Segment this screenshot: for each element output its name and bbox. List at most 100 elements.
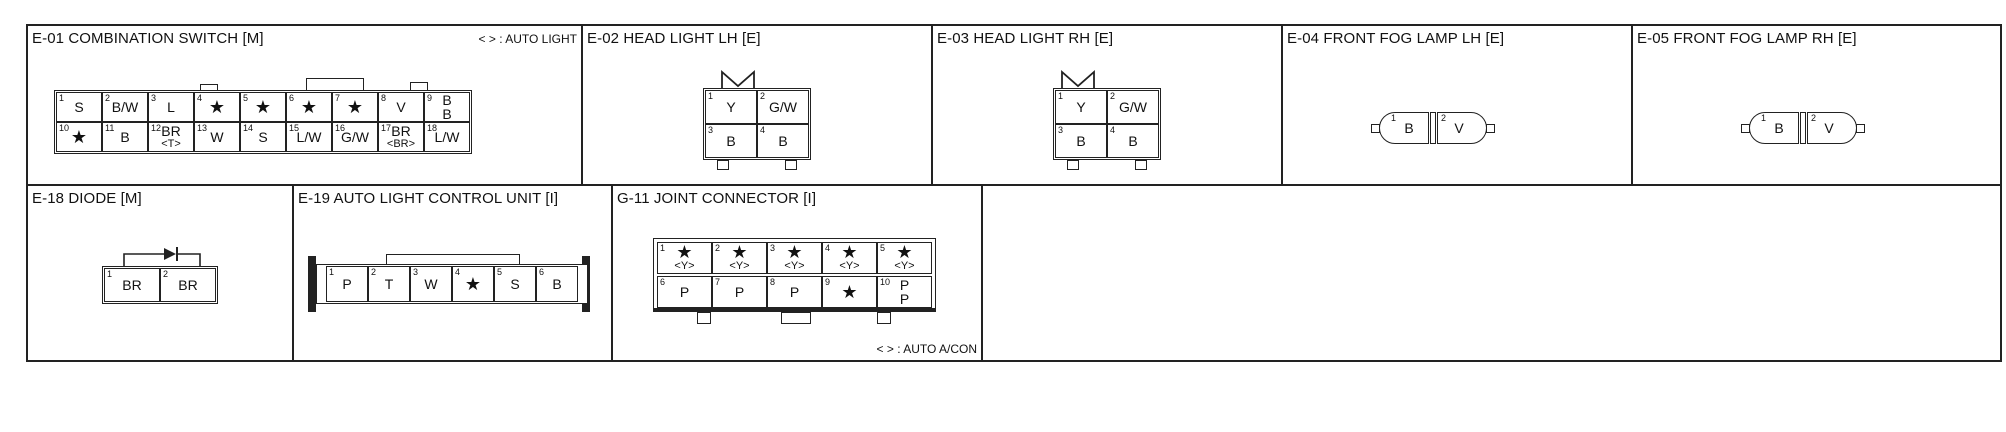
pin-wire-color: ★ (333, 93, 377, 121)
pin-wire-color-main: P (734, 284, 745, 300)
pin-cell: 6★ (286, 92, 332, 122)
pin-number: 2 (760, 91, 766, 101)
pin-wire-color-sub: <Y> (674, 260, 695, 272)
pin-number: 18 (427, 123, 438, 133)
connector-title: E-18 DIODE [M] (32, 190, 142, 207)
pin-wire-color-main: T (384, 276, 394, 292)
pin-number: 3 (413, 267, 419, 277)
pin-number: 5 (243, 93, 249, 103)
pin-wire-color-main: ★ (786, 242, 803, 262)
pin-wire-color-main: G/W (341, 129, 369, 145)
pin-number: 5 (497, 267, 503, 277)
pin-wire-color: L (149, 93, 193, 121)
pin-number: 7 (715, 277, 721, 287)
connector-housing (1807, 112, 1857, 144)
connector-foot (785, 160, 797, 170)
connector-g11-panel: G-11 JOINT CONNECTOR [I] < > : AUTO A/CO… (611, 184, 983, 362)
pin-wire-color: Y (1056, 91, 1106, 123)
pin-number: 9 (825, 277, 831, 287)
pin-wire-color: BR (161, 269, 215, 301)
pin-wire-color-main: V (1824, 120, 1834, 136)
pin-wire-color: S (241, 123, 285, 151)
connector-title: E-19 AUTO LIGHT CONTROL UNIT [I] (298, 190, 559, 207)
pin-wire-color: B (537, 267, 577, 301)
pin-number: 1 (107, 269, 113, 279)
connector-divider (1430, 112, 1436, 144)
pin-number: 17 (381, 123, 392, 133)
pin-wire-color-sub: P (899, 291, 910, 307)
pin-wire-color: P (713, 277, 766, 307)
pin-wire-color: ★<Y> (658, 243, 711, 273)
pin-wire-color-main: ★ (208, 97, 226, 117)
pin-wire-color-main: W (210, 129, 224, 145)
connector-sheet: E-01 COMBINATION SWITCH [M] < > : AUTO L… (26, 24, 2002, 362)
pin-wire-color-main: B (778, 133, 788, 149)
connector-foot (717, 160, 729, 170)
connector-foot (781, 312, 811, 324)
pin-wire-color-main: Y (726, 99, 736, 115)
pin-number: 4 (825, 243, 831, 253)
connector-bracket (308, 256, 316, 312)
pin-wire-color-sub: <Y> (894, 260, 915, 272)
connector-foot (1067, 160, 1079, 170)
pin-cell: 4★<Y> (822, 242, 877, 274)
pin-wire-color: G/W (758, 91, 808, 123)
pin-wire-color-main: BR (161, 123, 181, 139)
pin-cell: 2★<Y> (712, 242, 767, 274)
pin-wire-color: W (411, 267, 451, 301)
pin-wire-color: V (379, 93, 423, 121)
pin-number: 4 (455, 267, 461, 277)
pin-wire-color: ★ (195, 93, 239, 121)
pin-wire-color: B (1389, 113, 1429, 143)
pin-wire-color-main: ★ (841, 242, 858, 262)
pin-wire-color-sub: <T> (161, 138, 181, 150)
pin-wire-color-main: ★ (731, 242, 748, 262)
pin-number: 2 (1811, 113, 1817, 123)
connector-title: E-02 HEAD LIGHT LH [E] (587, 30, 761, 47)
pin-wire-color-sub: <Y> (784, 260, 805, 272)
pin-wire-color: P (768, 277, 821, 307)
pin-wire-color: ★ (453, 267, 493, 301)
pin-wire-color-sub: <Y> (839, 260, 860, 272)
pin-wire-color: ★ (241, 93, 285, 121)
pin-wire-color-main: P (679, 284, 690, 300)
pin-number: 10 (880, 277, 891, 287)
pin-number: 4 (197, 93, 203, 103)
pin-number: 6 (289, 93, 295, 103)
connector-housing (1749, 112, 1799, 144)
pin-wire-color-main: B (1774, 120, 1784, 136)
connector-lug (1486, 124, 1495, 133)
pin-wire-color-main: S (258, 129, 268, 145)
connector-foot (877, 312, 891, 324)
pin-wire-color: S (495, 267, 535, 301)
pin-wire-color-main: L/W (296, 129, 322, 145)
pin-number: 1 (1391, 113, 1397, 123)
pin-wire-color: T (369, 267, 409, 301)
connector-foot (697, 312, 711, 324)
connector-lug (1741, 124, 1750, 133)
pin-wire-color: ★<Y> (823, 243, 876, 273)
pin-number: 1 (59, 93, 65, 103)
pin-wire-color: B (1759, 113, 1799, 143)
